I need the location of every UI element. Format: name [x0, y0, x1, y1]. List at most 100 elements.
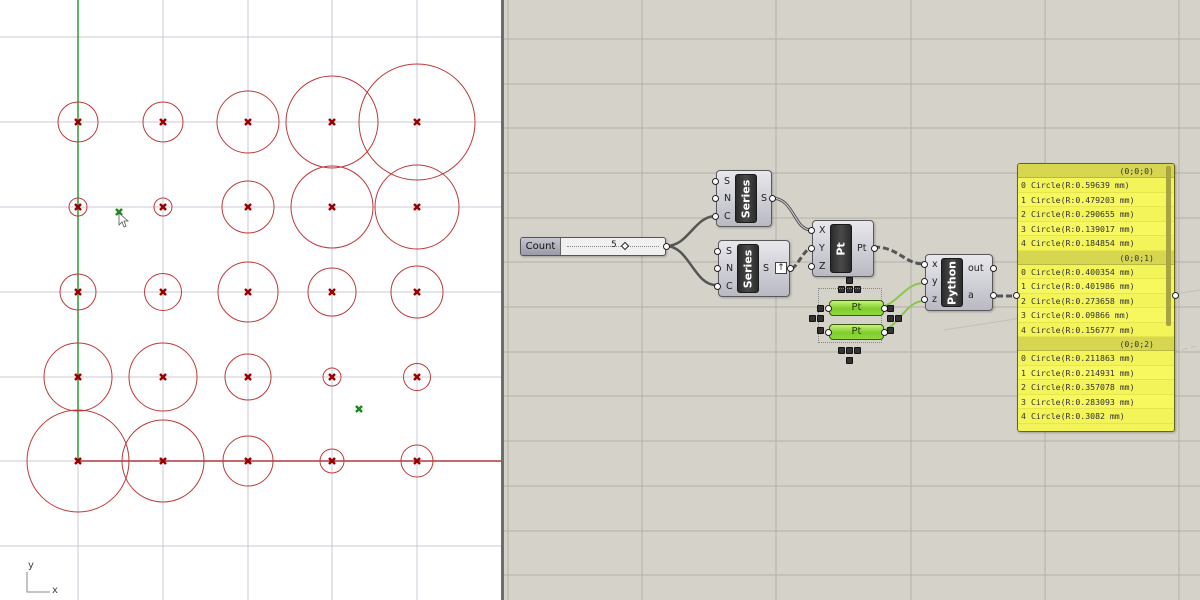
mouse-cursor-icon: [118, 212, 130, 228]
circle-curve: [153, 197, 173, 217]
grip-in-x[interactable]: [921, 261, 928, 268]
count-slider[interactable]: Count 5: [520, 237, 670, 256]
grasshopper-canvas[interactable]: Count 5 S N C Series S S N C Series S ↑ …: [504, 0, 1200, 600]
row-value: Circle(R:0.283093 mm): [1031, 396, 1135, 407]
slider-value: 5: [611, 240, 617, 250]
grip-in-n[interactable]: [712, 195, 719, 202]
grip-out-pt[interactable]: [871, 245, 878, 252]
grid-point-marker: [159, 288, 167, 296]
series-component-top[interactable]: S N C Series S: [712, 170, 776, 227]
zui-button[interactable]: [887, 315, 894, 322]
grip-out-s[interactable]: [769, 195, 776, 202]
pt-param-2[interactable]: Pt: [829, 324, 884, 340]
grip-in-z[interactable]: [921, 296, 928, 303]
zui-button[interactable]: [854, 347, 861, 354]
slider-output-grip[interactable]: [663, 243, 670, 250]
zui-button[interactable]: [838, 347, 845, 354]
input-n: N: [726, 263, 734, 274]
grip-in-n[interactable]: [714, 265, 721, 272]
circle-curve: [403, 363, 431, 391]
grip-in-z[interactable]: [808, 263, 815, 270]
output-out: out: [968, 263, 984, 274]
grip-in-c[interactable]: [712, 213, 719, 220]
grip-in-s[interactable]: [714, 248, 721, 255]
row-value: Circle(R:0.3082 mm): [1031, 411, 1125, 421]
grid-point-marker: [413, 203, 421, 211]
pt2-input-grip[interactable]: [825, 329, 832, 336]
zui-button[interactable]: [838, 286, 845, 293]
axis-gizmo: [26, 572, 50, 593]
zui-button[interactable]: [895, 315, 902, 322]
grip-out-a[interactable]: [990, 292, 997, 299]
grid-point-marker: [159, 118, 167, 126]
grid-point-marker: [328, 288, 336, 296]
pt1-input-grip[interactable]: [825, 305, 832, 312]
grip-in-s[interactable]: [712, 178, 719, 185]
grip-in-c[interactable]: [714, 283, 721, 290]
component-nickname: Python: [945, 260, 959, 305]
grip-out-out[interactable]: [990, 265, 997, 272]
branch-header: (0;0;2): [1018, 337, 1174, 351]
row-value: Circle(R:0.401986 mm): [1031, 281, 1135, 291]
panel-scrollbar[interactable]: [1166, 166, 1171, 326]
grid-point-marker: [74, 203, 82, 211]
circle-curve: [216, 90, 280, 154]
input-x: x: [932, 259, 938, 270]
zui-button[interactable]: [846, 277, 853, 284]
circle-curve: [319, 448, 345, 474]
grip-in-y[interactable]: [808, 245, 815, 252]
panel-output-grip[interactable]: [1172, 292, 1179, 299]
circle-curve: [128, 342, 198, 412]
zui-button[interactable]: [817, 315, 824, 322]
row-index: 0: [1021, 353, 1026, 363]
circle-curve: [144, 273, 182, 311]
grid-point-marker: [244, 118, 252, 126]
grip-out-s[interactable]: [787, 265, 794, 272]
panel-input-grip[interactable]: [1013, 292, 1020, 299]
branch-header: (0;0;0): [1018, 164, 1174, 178]
zui-button[interactable]: [854, 286, 861, 293]
grid-point-marker: [74, 288, 82, 296]
row-value: Circle(R:0.214931 mm): [1031, 367, 1135, 378]
zui-button[interactable]: [846, 357, 853, 364]
slider-knob[interactable]: [620, 241, 630, 251]
graft-icon: ↑: [775, 262, 787, 274]
slider-track[interactable]: [567, 246, 659, 247]
zui-button[interactable]: [817, 327, 824, 334]
grip-in-y[interactable]: [921, 278, 928, 285]
zui-button[interactable]: [887, 327, 894, 334]
zui-button[interactable]: [809, 315, 816, 322]
construct-point-component[interactable]: X Y Z Pt Pt: [808, 220, 878, 277]
circle-curve: [390, 265, 444, 319]
row-index: 0: [1021, 180, 1026, 190]
grip-in-x[interactable]: [808, 227, 815, 234]
zui-button[interactable]: [846, 286, 853, 293]
zui-button[interactable]: [846, 347, 853, 354]
row-index: 1: [1021, 367, 1026, 378]
grid-point-marker: [74, 118, 82, 126]
row-index: 2: [1021, 295, 1026, 306]
series-component-bottom[interactable]: S N C Series S ↑: [714, 240, 794, 297]
rhino-viewport[interactable]: y x: [0, 0, 501, 600]
python-component[interactable]: x y z Python out a: [921, 254, 997, 311]
input-s: S: [726, 246, 733, 257]
zui-button[interactable]: [817, 305, 824, 312]
circle-curve: [374, 164, 460, 250]
zui-button[interactable]: [887, 305, 894, 312]
circle-curve: [57, 101, 99, 143]
axis-gizmo-x-label: x: [52, 585, 58, 596]
row-value: Circle(R:0.156777 mm): [1031, 324, 1135, 335]
panel-row: 1 Circle(R:0.214931 mm): [1018, 365, 1174, 380]
input-z: z: [932, 294, 937, 305]
grid-point-marker: [159, 457, 167, 465]
pt-param-1[interactable]: Pt: [829, 300, 884, 316]
viewport-splitter[interactable]: [501, 0, 504, 600]
